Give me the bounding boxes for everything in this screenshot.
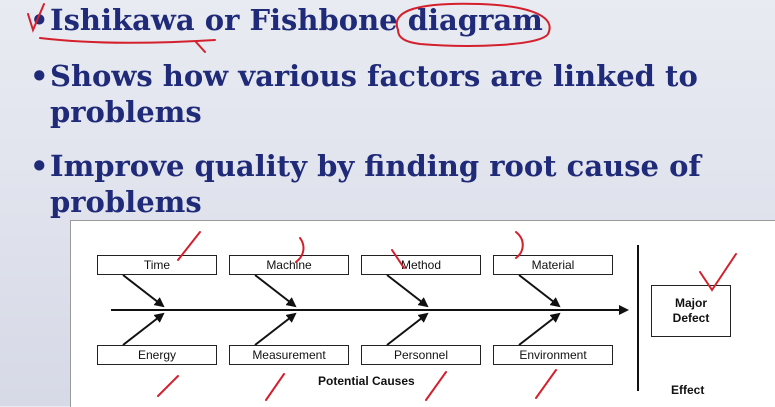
bullet-dot: •: [30, 59, 49, 93]
effect-caption: Effect: [671, 383, 705, 397]
bullet-factors-linked: • Shows how various factors are linked t…: [30, 58, 698, 130]
cause-bones: [122, 274, 561, 346]
effect-line1: Major: [674, 296, 707, 310]
bullet-text: Improve quality by finding root cause of: [50, 149, 701, 183]
cause-measurement: Measurement: [229, 345, 349, 365]
bone-arrow-measurement: [254, 312, 297, 346]
effect-box: Major Defect: [651, 285, 731, 337]
bullet-list: • Ishikawa or Fishbone diagram • Shows h…: [30, 2, 701, 220]
cause-personnel: Personnel: [361, 345, 481, 365]
bullet-improve-quality: • Improve quality by finding root cause …: [30, 148, 701, 220]
bone-arrow-personnel: [386, 312, 429, 346]
bullet-dot: •: [30, 3, 49, 37]
bullet-text: Shows how various factors are linked to: [50, 59, 698, 93]
bullet-text: Ishikawa or Fishbone diagram: [50, 3, 543, 37]
bone-arrow-time: [122, 274, 165, 308]
cause-environment: Environment: [493, 345, 613, 365]
bone-arrow-energy: [122, 312, 165, 346]
bone-arrow-machine: [254, 274, 297, 308]
bone-arrow-environment: [518, 312, 561, 346]
bullet-ishikawa: • Ishikawa or Fishbone diagram: [30, 2, 543, 38]
cause-energy: Energy: [97, 345, 217, 365]
cause-machine: Machine: [229, 255, 349, 275]
cause-material: Material: [493, 255, 613, 275]
bullet-text-continued: problems: [50, 95, 202, 129]
bullet-text-continued: problems: [50, 185, 202, 219]
bullet-dot: •: [30, 149, 49, 183]
bone-arrow-method: [386, 274, 429, 308]
effect-line2: Defect: [672, 311, 710, 325]
cause-time: Time: [97, 255, 217, 275]
potential-causes-caption: Potential Causes: [318, 374, 415, 388]
bone-arrow-material: [518, 274, 561, 308]
cause-method: Method: [361, 255, 481, 275]
fishbone-diagram: Time Machine Method Material Energy Meas…: [70, 220, 775, 407]
fishbone-lines: [111, 245, 639, 391]
